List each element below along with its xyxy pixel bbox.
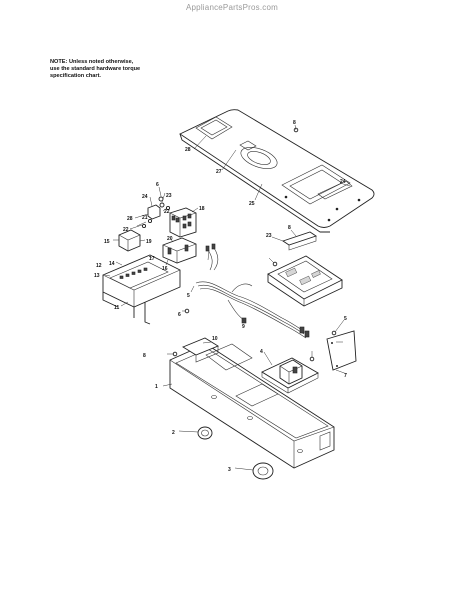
callout-23-top: 23 xyxy=(166,193,172,199)
callout-25: 25 xyxy=(249,201,255,207)
relay-cluster xyxy=(118,196,197,264)
note-line-3: specification chart. xyxy=(50,73,101,79)
leveling-feet xyxy=(197,426,274,480)
callout-21: 21 xyxy=(142,215,148,221)
callout-2: 2 xyxy=(172,430,175,436)
callout-10: 10 xyxy=(212,336,218,342)
console-base xyxy=(169,337,335,469)
note-line-2: use the standard hardware torque xyxy=(50,66,141,72)
callout-6-bracket: 6 xyxy=(178,312,181,318)
callout-15: 15 xyxy=(104,239,110,245)
callout-7: 7 xyxy=(344,373,347,379)
callout-20: 20 xyxy=(167,236,173,242)
callout-8-top: 8 xyxy=(293,120,296,126)
callout-labels: 8 28 27 25 24 6 23 24 22 18 28 21 22 15 … xyxy=(94,120,347,473)
cover-plate xyxy=(326,330,357,371)
torque-note: NOTE: Unless noted otherwise, use the st… xyxy=(50,59,250,80)
callout-1: 1 xyxy=(155,384,158,390)
callout-6-top: 6 xyxy=(156,182,159,188)
callout-3: 3 xyxy=(228,467,231,473)
leader-lines xyxy=(104,124,351,471)
transformer-assembly xyxy=(261,357,319,394)
callout-27: 27 xyxy=(216,169,222,175)
control-panel-top xyxy=(179,109,375,233)
callout-13: 13 xyxy=(94,273,100,279)
callout-24-left: 24 xyxy=(142,194,148,200)
callout-4: 4 xyxy=(260,349,263,355)
control-board xyxy=(267,231,343,307)
callout-5-bracket: 5 xyxy=(187,293,190,299)
callout-23-board: 23 xyxy=(266,233,272,239)
callout-5-right: 5 xyxy=(344,316,347,322)
watermark: AppliancePartsPros.com xyxy=(186,3,278,12)
callout-11: 11 xyxy=(114,305,120,311)
callout-28-left: 28 xyxy=(127,216,133,222)
note-line-1: NOTE: Unless noted otherwise, xyxy=(50,59,134,65)
callout-8-base: 8 xyxy=(143,353,146,359)
callout-12: 12 xyxy=(96,263,102,269)
callout-22-left: 22 xyxy=(123,227,129,233)
callout-28-top: 28 xyxy=(185,147,191,153)
callout-9: 9 xyxy=(242,324,245,330)
callout-24-right: 24 xyxy=(340,179,346,185)
callout-22-right: 22 xyxy=(164,209,170,215)
callout-8-board: 8 xyxy=(288,225,291,231)
terminal-bracket xyxy=(102,254,181,325)
callout-14: 14 xyxy=(109,261,115,267)
callout-16: 16 xyxy=(162,266,168,272)
callout-18: 18 xyxy=(199,206,205,212)
callout-17: 17 xyxy=(149,256,155,262)
callout-19: 19 xyxy=(146,239,152,245)
